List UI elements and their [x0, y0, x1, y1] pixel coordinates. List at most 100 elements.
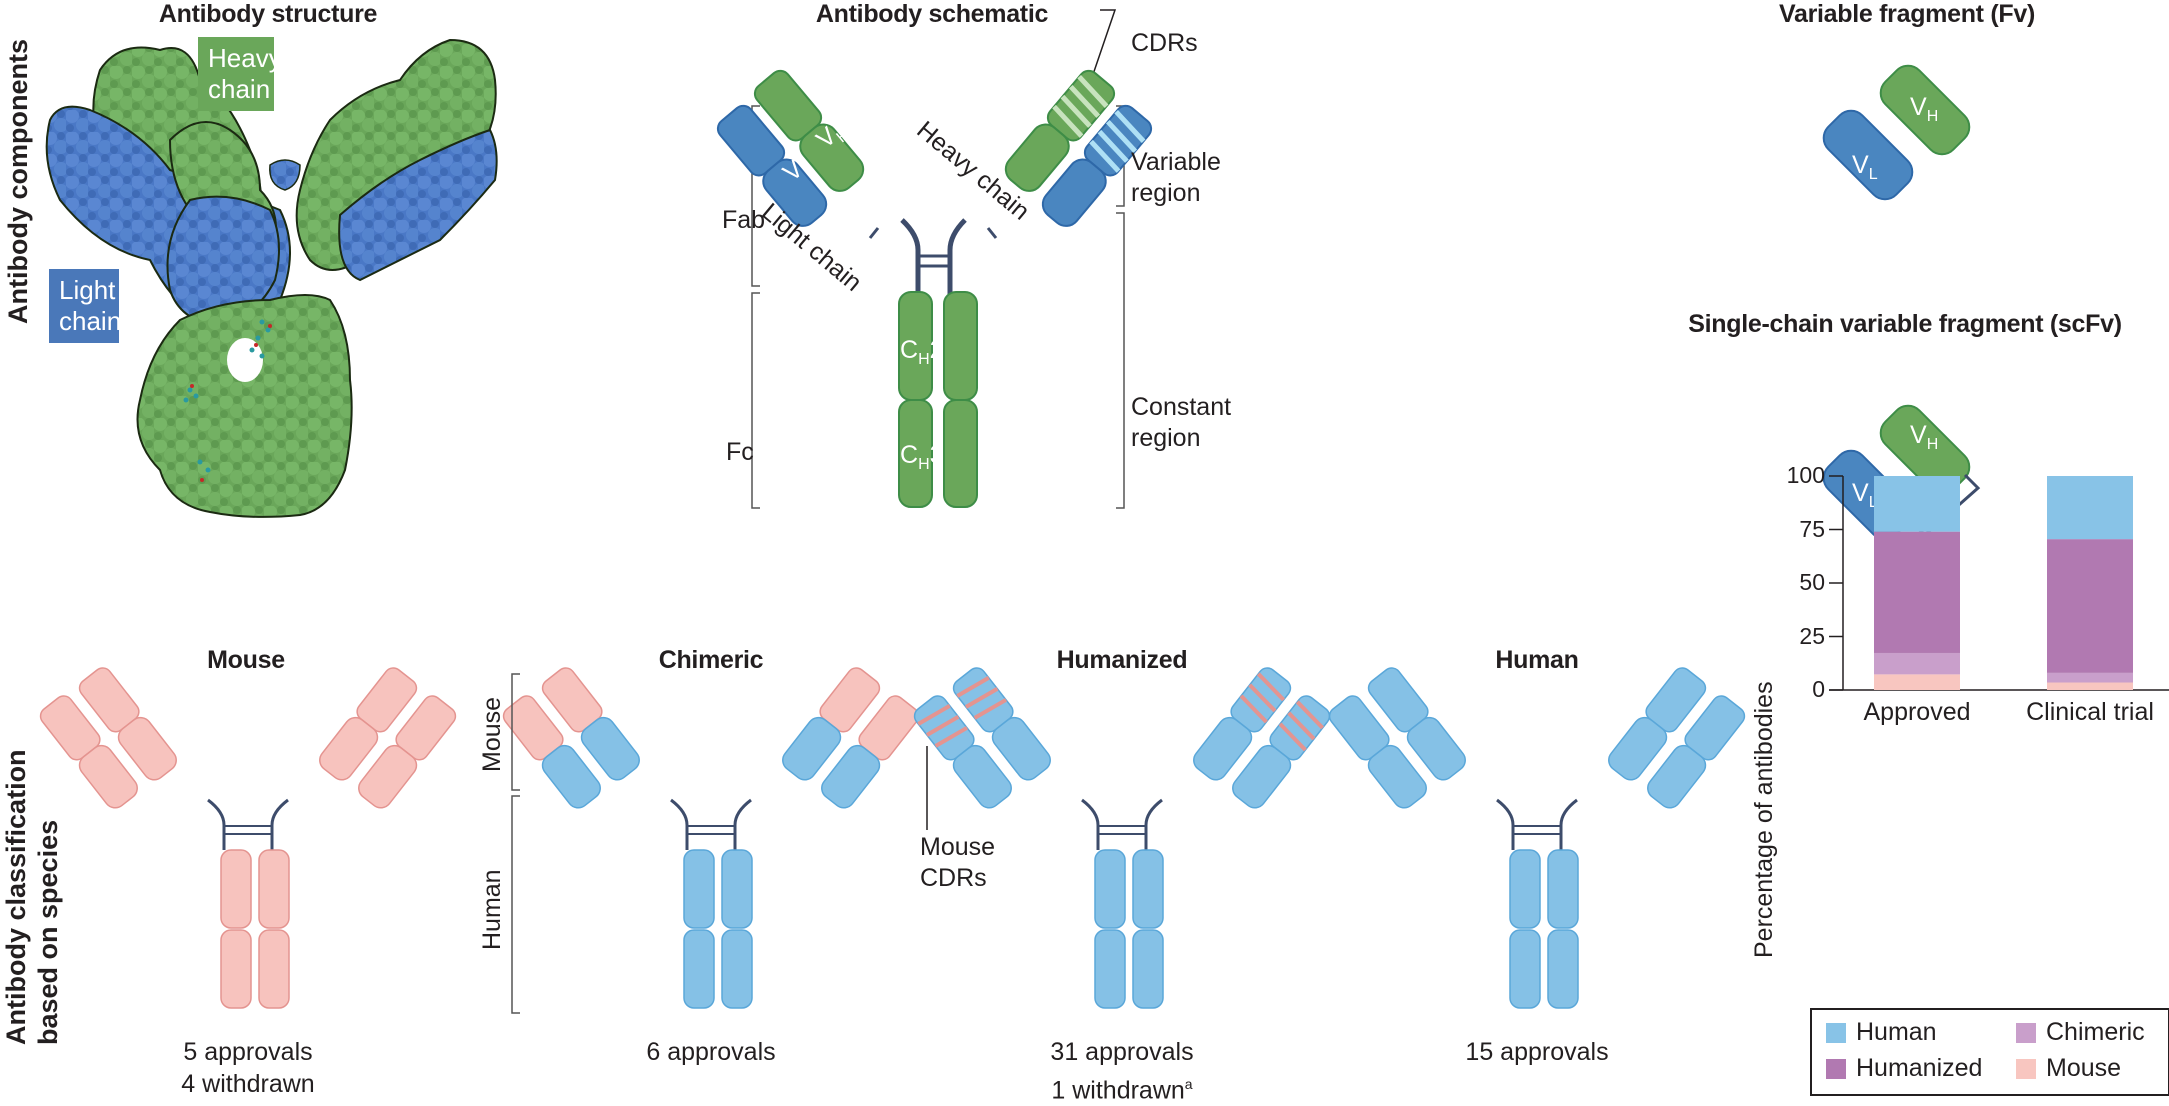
fab-arm	[1367, 667, 1466, 781]
ch2-domain	[1094, 849, 1126, 929]
caption-human: 15 approvals	[1465, 1036, 1608, 1068]
cl-right	[1041, 158, 1107, 227]
vl-left	[716, 104, 786, 177]
scfv-fragment	[1822, 404, 1981, 541]
light-chain-label-line2: chain	[59, 306, 122, 336]
ch2-domain	[258, 849, 290, 929]
hinge	[207, 798, 289, 850]
species-title-mouse: Mouse	[207, 646, 285, 674]
mouse-cdrs-callout: Mouse CDRs	[920, 832, 995, 894]
chimeric-human-bracket	[511, 795, 520, 1014]
light-chain-label-line1: Light	[59, 275, 116, 305]
light-chain-label-box: Light chain	[49, 269, 122, 343]
ch3-sub: H	[918, 456, 930, 473]
constant-domain	[952, 744, 1012, 809]
bar-segment-chimeric-approved	[1874, 652, 1960, 675]
ch2-letter: C	[900, 336, 919, 364]
species-title-humanized: Humanized	[1056, 646, 1188, 674]
legend-label-human: Human	[1856, 1018, 1937, 1046]
ch2-num: 2	[929, 336, 944, 364]
caption-chimeric-line1: 6 approvals	[646, 1038, 776, 1066]
cdr-stripe	[1239, 694, 1268, 724]
fab-arm	[1608, 667, 1707, 781]
row-label-classification-line1: Antibody classification	[1, 749, 31, 1045]
legend-item-mouse: Mouse	[2016, 1054, 2121, 1083]
antibody-chimeric	[502, 667, 920, 1009]
y-tick-label: 25	[1799, 622, 1825, 649]
variable-domain	[1269, 695, 1331, 761]
chart-legend: Human Chimeric Humanized Mouse	[1810, 1008, 2169, 1096]
disulfide-bonds	[224, 825, 272, 835]
variable-region-line1: Variable	[1131, 148, 1221, 176]
chart-ylabel: Percentage of antibodies	[1750, 681, 1778, 958]
caption-human-line1: 15 approvals	[1465, 1038, 1609, 1066]
caption-mouse-line2: 4 withdrawn	[181, 1070, 315, 1098]
constant-domain	[580, 716, 640, 781]
cdr-stripe	[1287, 711, 1316, 741]
species-title-human: Human	[1495, 646, 1579, 674]
fab-arm	[319, 667, 418, 781]
variable-domain	[78, 667, 140, 733]
fab-arm	[821, 695, 920, 809]
ch3-domain	[220, 929, 252, 1009]
cdr-stripe	[1295, 700, 1325, 730]
constant-domain	[78, 744, 138, 809]
caption-mouse-line1: 5 approvals	[183, 1038, 313, 1066]
caption-humanized-withdrawn: 1 withdrawn	[1051, 1076, 1185, 1105]
ch3-domain	[258, 929, 290, 1009]
y-tick-label: 100	[1786, 462, 1825, 488]
heavy-chain-label-line2: chain	[208, 74, 271, 104]
chimeric-mouse-bracket	[511, 673, 520, 791]
legend-label-humanized: Humanized	[1856, 1054, 1983, 1082]
constant-domain	[821, 744, 881, 809]
caption-humanized: 31 approvals 1 withdrawna	[1050, 1036, 1193, 1106]
antibody-mouse	[39, 667, 457, 1009]
schematic-title: Antibody schematic	[815, 0, 1049, 28]
fc-label: Fc	[726, 438, 754, 466]
legend-swatch-humanized	[1826, 1058, 1846, 1079]
hinge	[1081, 798, 1163, 850]
fv-vl-sub: L	[1868, 166, 1878, 183]
y-tick-label: 75	[1799, 515, 1825, 542]
mouse-cdrs-line1: Mouse	[920, 833, 996, 861]
legend-label-mouse: Mouse	[2046, 1054, 2122, 1082]
constant-domain	[1647, 744, 1707, 809]
cdr-stripe	[934, 726, 969, 748]
cdr-stripe	[973, 698, 1008, 720]
ch3-domain	[683, 929, 715, 1009]
y-tick-label: 50	[1799, 569, 1825, 595]
fv-vl-letter: V	[1852, 151, 1869, 179]
variable-domain	[858, 695, 920, 761]
cl-domain-label: CL	[830, 198, 876, 246]
ch3-right	[943, 399, 978, 508]
cdr-stripe	[1278, 722, 1307, 752]
constant-domain	[541, 744, 601, 809]
ch3-domain	[1132, 929, 1164, 1009]
bar-segment-mouse-approved	[1874, 674, 1960, 690]
fab-arm	[1232, 695, 1331, 809]
disulfide-bonds	[1513, 825, 1561, 835]
constant-domain	[117, 716, 177, 781]
vh-domain-label: VH	[810, 114, 857, 163]
scfv-title: Single-chain variable fragment (scFv)	[1688, 310, 2122, 338]
fv-vh-sub: H	[1926, 108, 1939, 125]
vh-right	[1046, 69, 1116, 142]
variable-domain	[1684, 695, 1746, 761]
disulfide-bonds	[1098, 825, 1146, 835]
footnote-marker: a	[1184, 1076, 1193, 1092]
fv-vh-letter: V	[1910, 93, 1927, 121]
legend-item-chimeric: Chimeric	[2016, 1018, 2145, 1047]
variable-domain	[1328, 695, 1390, 761]
structure-glycans	[183, 319, 272, 482]
ch3-letter: C	[900, 441, 919, 469]
ch2-domain	[1509, 849, 1541, 929]
constant-domain	[1608, 716, 1668, 781]
legend-label-chimeric: Chimeric	[2046, 1018, 2145, 1046]
constant-domain	[358, 744, 418, 809]
legend-swatch-chimeric	[2016, 1022, 2036, 1043]
bar-segment-humanized-clinical-trial	[2047, 539, 2133, 673]
fab-arm	[1328, 695, 1427, 809]
fc-bracket	[751, 292, 760, 509]
scfv-vl-letter: V	[1852, 479, 1869, 507]
constant-domain	[782, 716, 842, 781]
